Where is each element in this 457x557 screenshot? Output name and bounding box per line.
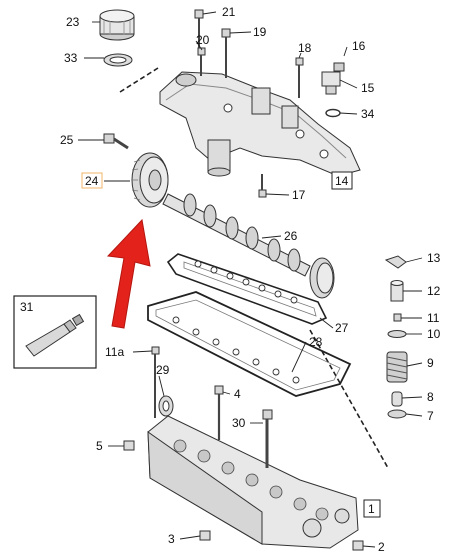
label-26: 26 bbox=[284, 229, 298, 243]
label-13: 13 bbox=[427, 251, 441, 265]
valve-keeper bbox=[393, 313, 402, 322]
head-gasket-seal bbox=[147, 291, 352, 397]
label-4: 4 bbox=[234, 387, 241, 401]
label-2: 2 bbox=[378, 540, 385, 554]
label-23: 23 bbox=[66, 15, 80, 29]
label-21: 21 bbox=[222, 5, 236, 19]
camshaft-gear bbox=[131, 152, 169, 208]
spring-seat bbox=[387, 409, 407, 419]
label-12: 12 bbox=[427, 284, 441, 298]
label-30: 30 bbox=[232, 416, 246, 430]
sealant-tube-icon bbox=[25, 313, 85, 357]
hydraulic-lifter bbox=[390, 280, 404, 302]
label-1: 1 bbox=[368, 502, 375, 516]
rocker-arm bbox=[384, 255, 407, 269]
valve-spring bbox=[386, 351, 408, 383]
red-up-arrow-icon bbox=[106, 218, 151, 329]
cylinder-head bbox=[147, 415, 359, 549]
label-31: 31 bbox=[20, 300, 34, 314]
camshaft-cover bbox=[159, 71, 361, 177]
plug-3 bbox=[199, 530, 211, 541]
guide-lines bbox=[119, 67, 389, 469]
label-14-box bbox=[331, 171, 353, 190]
head-bolt-30 bbox=[262, 409, 273, 468]
label-14: 14 bbox=[335, 174, 349, 188]
head-bolt-11a bbox=[151, 346, 160, 418]
head-bolt-4 bbox=[214, 385, 224, 440]
label-10: 10 bbox=[427, 327, 441, 341]
sensor-o-ring bbox=[325, 108, 341, 118]
label-28: 28 bbox=[309, 335, 323, 349]
valve-stem-seal bbox=[391, 391, 403, 407]
label-34: 34 bbox=[361, 107, 375, 121]
label-18: 18 bbox=[298, 41, 312, 55]
cover-bolts bbox=[194, 9, 304, 198]
label-19: 19 bbox=[253, 25, 267, 39]
label-5: 5 bbox=[96, 439, 103, 453]
label-11: 11 bbox=[427, 311, 440, 325]
label-33: 33 bbox=[64, 51, 78, 65]
label-11a: 11a bbox=[105, 345, 124, 359]
camshaft bbox=[162, 193, 335, 299]
oil-filler-cap bbox=[99, 9, 135, 41]
label-8: 8 bbox=[427, 390, 434, 404]
label-24: 24 bbox=[85, 174, 99, 188]
label-9: 9 bbox=[427, 356, 434, 370]
cover-gasket bbox=[166, 253, 328, 325]
label-25: 25 bbox=[60, 133, 74, 147]
camshaft-bolt bbox=[103, 133, 129, 150]
camshaft-position-sensor bbox=[321, 62, 345, 95]
label-29: 29 bbox=[156, 363, 170, 377]
label-17: 17 bbox=[292, 188, 306, 202]
label-7: 7 bbox=[427, 409, 434, 423]
label-20: 20 bbox=[196, 33, 210, 47]
label-3: 3 bbox=[168, 532, 175, 546]
label-15: 15 bbox=[361, 81, 375, 95]
label-24-box bbox=[81, 172, 103, 189]
label-16: 16 bbox=[352, 39, 366, 53]
plug-2 bbox=[352, 540, 364, 551]
label-27: 27 bbox=[335, 321, 349, 335]
label-1-box bbox=[363, 499, 381, 518]
cap-seal-ring bbox=[103, 53, 133, 67]
oil-seal-29 bbox=[158, 395, 174, 417]
part-labels: 23 33 25 24 21 20 19 18 16 15 34 14 17 2… bbox=[20, 5, 441, 554]
spring-retainer bbox=[387, 330, 407, 338]
plug-5 bbox=[123, 440, 135, 451]
leader-lines bbox=[78, 11, 423, 548]
